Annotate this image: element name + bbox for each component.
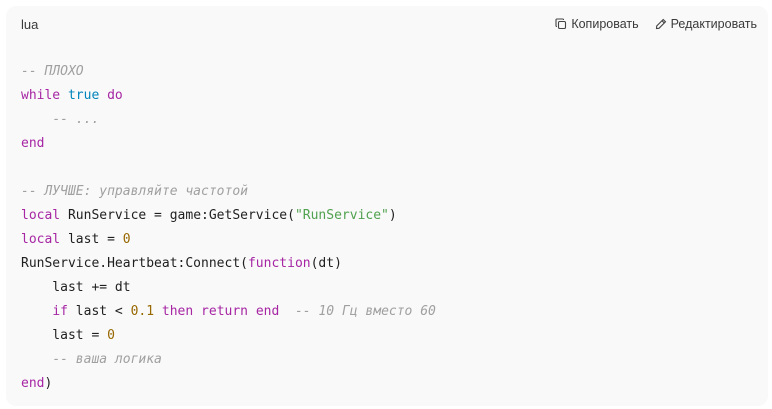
code-token-plain <box>60 88 68 103</box>
code-line: -- ЛУЧШЕ: управляйте частотой <box>21 180 768 204</box>
code-token-plain: (dt) <box>310 256 342 271</box>
code-token-keyword: function <box>247 256 311 271</box>
code-block-header: lua Копировать Редактирова <box>6 6 768 42</box>
code-line: if last < 0.1 then return end -- 10 Гц в… <box>21 300 768 324</box>
code-token-plain: ) <box>388 208 397 223</box>
code-line: last += dt <box>21 276 768 300</box>
code-line: -- ... <box>21 108 768 132</box>
code-token-plain <box>193 304 201 319</box>
code-token-number: 0 <box>122 232 131 247</box>
code-block-card: lua Копировать Редактирова <box>6 6 768 406</box>
code-token-plain: last < <box>67 304 131 319</box>
copy-button[interactable]: Копировать <box>555 17 639 31</box>
code-line: RunService.Heartbeat:Connect(function(dt… <box>21 252 768 276</box>
code-token-keyword: local <box>21 208 61 223</box>
code-token-plain: RunService = game:GetService( <box>60 208 295 223</box>
code-line: -- ваша логика <box>21 348 768 372</box>
code-token-builtin: true <box>67 88 100 103</box>
code-token-plain <box>279 304 295 319</box>
code-line: local last = 0 <box>21 228 768 252</box>
edit-button[interactable]: Редактировать <box>655 17 757 31</box>
code-token-keyword: end <box>255 304 280 319</box>
code-token-comment: -- ЛУЧШЕ: управляйте частотой <box>21 184 248 199</box>
code-line: last = 0 <box>21 324 768 348</box>
code-token-plain <box>154 304 162 319</box>
code-token-number: 0 <box>107 328 115 343</box>
code-token-plain <box>248 304 256 319</box>
code-token-plain: RunService.Heartbeat:Connect( <box>21 256 248 271</box>
code-token-keyword: while <box>21 88 61 103</box>
code-token-keyword: end <box>21 136 45 151</box>
code-token-number: 0.1 <box>130 304 155 319</box>
code-token-comment: -- ваша логика <box>52 352 162 367</box>
code-token-plain <box>21 352 52 367</box>
code-token-plain <box>99 88 107 103</box>
code-token-string: "RunService" <box>294 208 389 223</box>
code-token-plain: ) <box>44 376 53 391</box>
code-line: while true do <box>21 84 768 108</box>
code-token-keyword: end <box>21 376 45 391</box>
code-token-keyword: local <box>21 232 61 247</box>
code-token-comment: -- ПЛОХО <box>21 64 84 79</box>
code-token-keyword: if <box>52 304 68 319</box>
code-line: end) <box>21 372 768 396</box>
language-label: lua <box>21 16 39 32</box>
code-line <box>21 156 768 180</box>
code-token-keyword: return <box>201 304 249 319</box>
copy-button-label: Копировать <box>571 17 639 31</box>
code-line: end <box>21 132 768 156</box>
code-token-plain: last = <box>21 328 108 343</box>
code-token-plain: last = <box>60 232 123 247</box>
code-token-keyword: then <box>161 304 194 319</box>
pencil-icon <box>655 18 667 30</box>
code-token-plain: last += dt <box>21 280 131 295</box>
code-token-plain <box>21 112 52 127</box>
copy-icon <box>555 18 567 30</box>
code-line: local RunService = game:GetService("RunS… <box>21 204 768 228</box>
code-content: -- ПЛОХО while true do -- ... end -- ЛУЧШЕ:… <box>6 42 768 396</box>
code-token-comment: -- 10 Гц вместо 60 <box>294 304 436 319</box>
code-actions: Копировать Редактировать <box>555 17 757 31</box>
edit-button-label: Редактировать <box>670 17 757 31</box>
code-line: -- ПЛОХО <box>21 60 768 84</box>
code-token-plain <box>21 304 52 319</box>
code-token-keyword: do <box>107 88 123 103</box>
code-token-comment: -- ... <box>52 112 100 127</box>
